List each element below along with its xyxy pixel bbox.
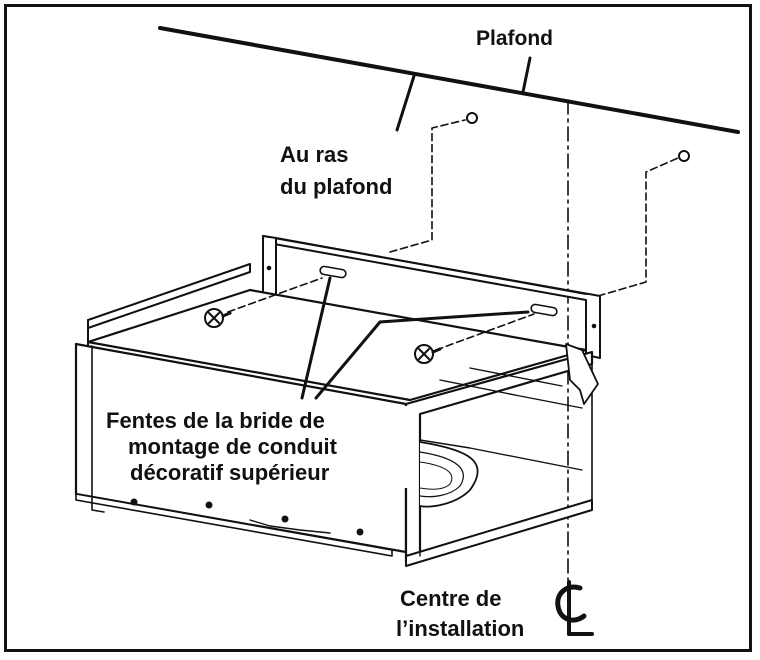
centerline-symbol <box>555 580 594 636</box>
ceiling-label: Plafond <box>476 27 553 50</box>
screw-right <box>414 344 442 364</box>
center-label-line2: l’installation <box>396 616 524 641</box>
center-label-line1: Centre de <box>400 586 501 611</box>
alignment-line-right <box>597 157 679 297</box>
flush-label-line1: Au ras <box>280 142 348 167</box>
mounting-slot-right <box>530 303 558 317</box>
ceiling-hole-left <box>466 112 478 124</box>
slots-label-line2: montage de conduit <box>128 434 338 459</box>
screw-left <box>204 308 232 328</box>
slots-leader-3 <box>378 310 530 324</box>
right-tab-flange <box>565 343 599 405</box>
ceiling-hole-right <box>678 150 690 162</box>
slots-leader-1 <box>300 276 332 400</box>
ceiling-line <box>158 26 740 134</box>
mounting-slot-left <box>319 265 347 279</box>
flush-leader <box>395 74 416 132</box>
duct-collar <box>419 441 479 508</box>
alignment-line-left <box>389 119 466 253</box>
slots-label-line3: décoratif supérieur <box>130 460 330 485</box>
slots-label-line1: Fentes de la bride de <box>106 408 325 433</box>
flush-label-line2: du plafond <box>280 174 392 199</box>
slots-leader-2 <box>314 320 382 400</box>
ceiling-leader <box>521 56 532 94</box>
